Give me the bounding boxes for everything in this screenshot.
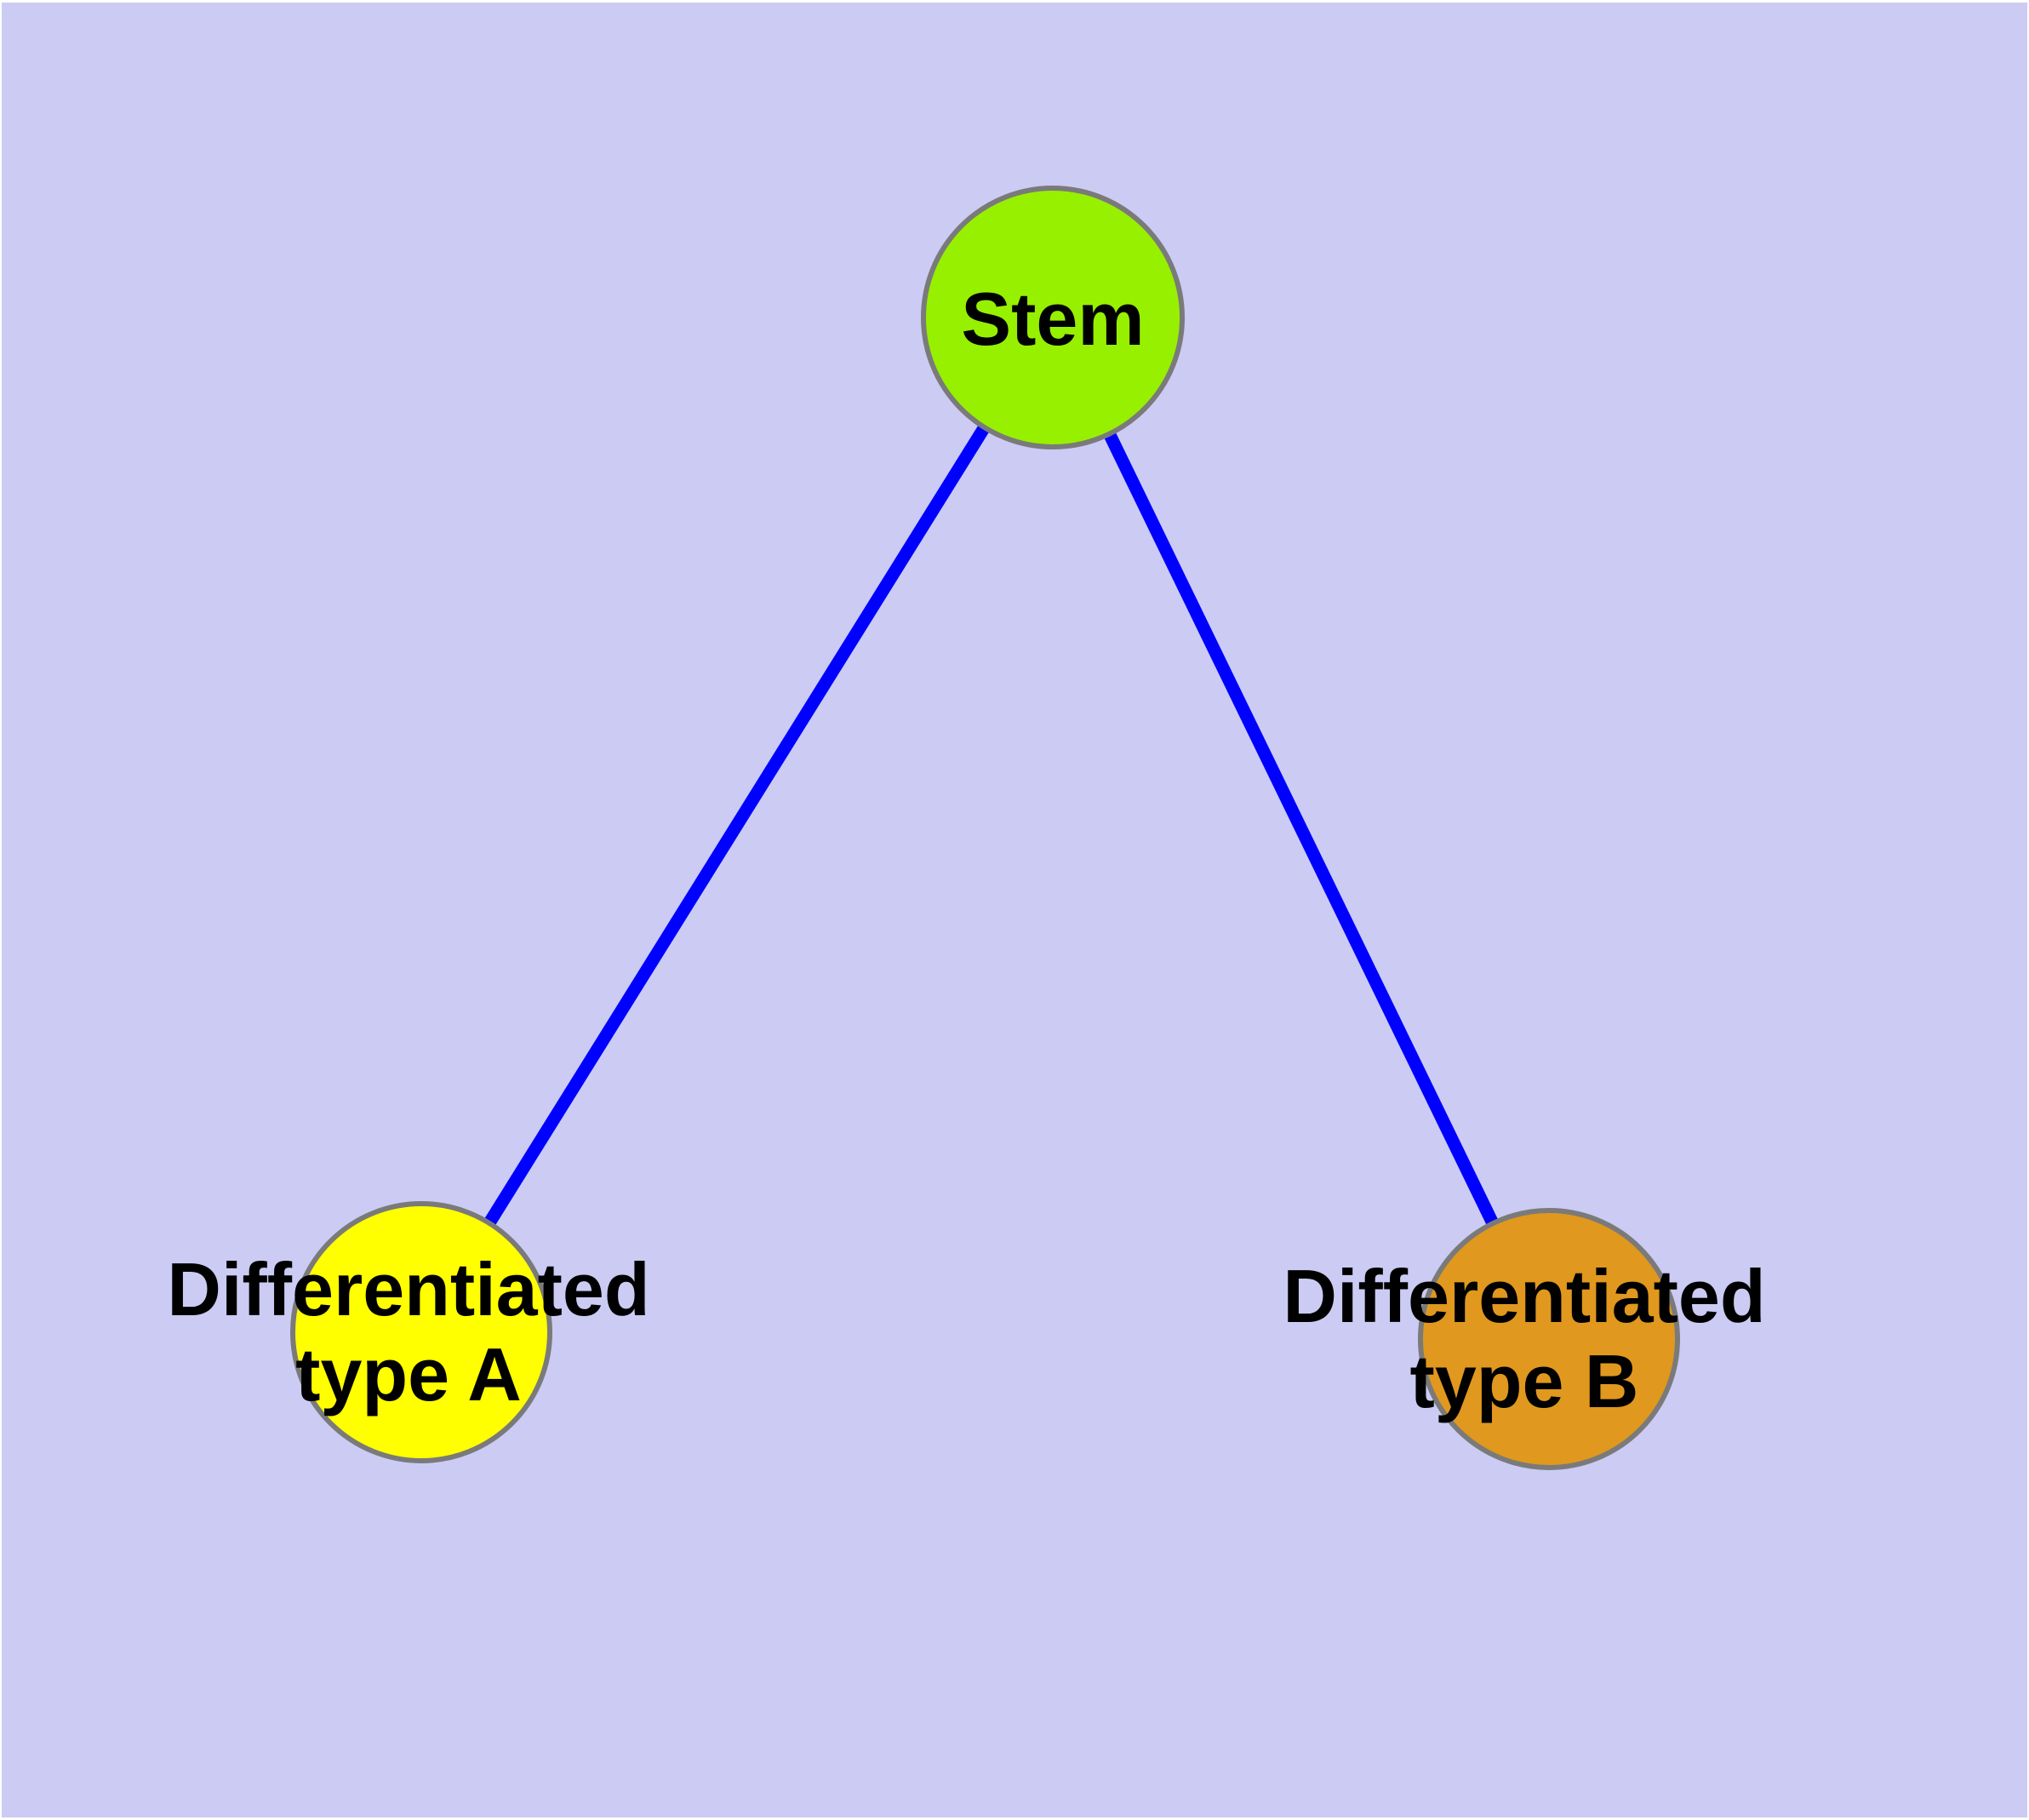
type-b-node-circle xyxy=(1418,1208,1680,1470)
type-a-node-label-line2: type A xyxy=(295,1332,522,1417)
type-a-node-circle xyxy=(290,1201,552,1463)
stem-node-label: Stem xyxy=(961,277,1144,361)
type-a-node-label-line1: Differentiated xyxy=(167,1247,649,1331)
edge-stem-to-type-b xyxy=(1047,314,1555,1342)
type-b-node-label-line1: Differentiated xyxy=(1283,1254,1765,1338)
edge-stem-to-type-a xyxy=(415,314,1059,1336)
stem-node-circle xyxy=(921,186,1185,449)
type-b-node-label-line2: type B xyxy=(1410,1339,1639,1423)
